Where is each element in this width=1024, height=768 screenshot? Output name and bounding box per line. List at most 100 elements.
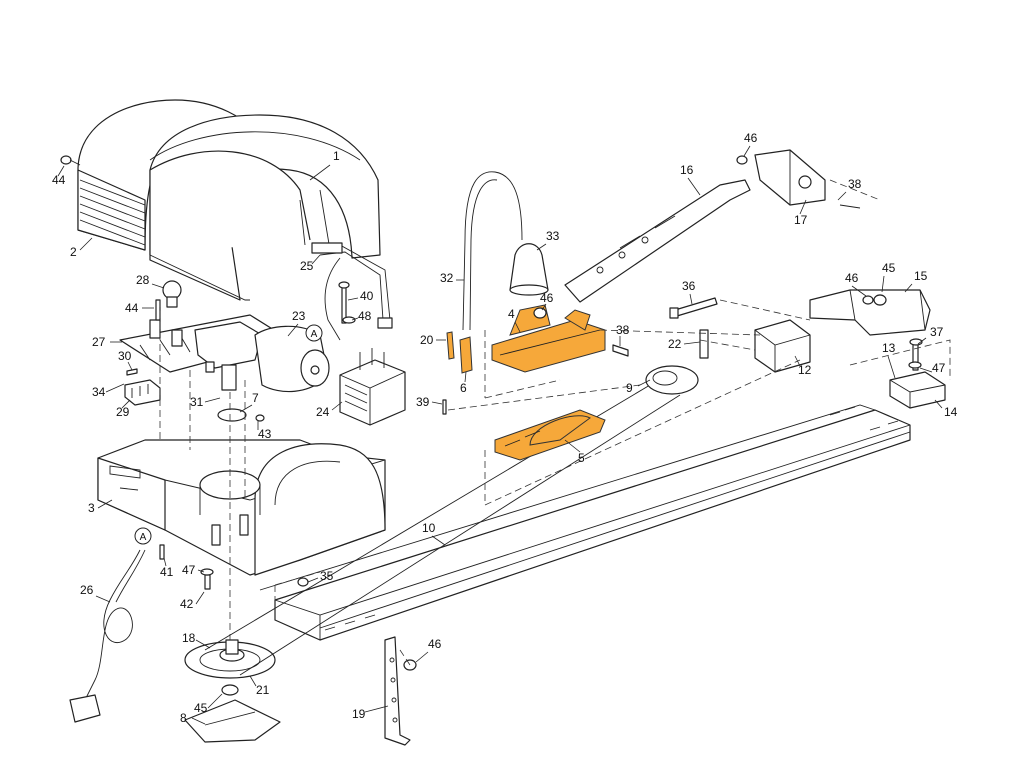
leader-line [197,569,205,573]
part-number: 25 [300,259,314,273]
part-number: 45 [194,701,208,715]
leader-line [904,283,913,293]
part-number: 46 [428,637,442,651]
spacer [699,329,709,359]
leader-line [743,145,751,157]
leader-line [851,285,867,297]
part-label-4: 4 [508,307,521,333]
part-number: 29 [116,405,130,419]
part-label-1: 1 [309,149,340,181]
part-label-34: 34 [92,383,125,399]
part-number: 38 [616,323,630,337]
part-number: 44 [125,301,139,315]
part-label-45: 45 [881,261,896,293]
part-label-30: 30 [118,349,133,371]
part-label-32: 32 [440,271,464,285]
gear-motor [194,321,330,393]
part-label-9: 9 [626,379,651,395]
part-label-38: 38 [616,323,630,346]
drive-sprocket [184,639,276,679]
part-label-46: 46 [540,291,554,311]
leader-line [311,254,321,265]
part-label-12: 12 [794,355,812,377]
leader-line [364,705,389,713]
part-number: 47 [932,361,946,375]
leader-line [837,191,847,201]
part-label-24: 24 [316,401,343,419]
part-label-41: 41 [160,557,174,579]
leader-line [536,243,547,251]
part-label-19: 19 [352,705,389,721]
part-label-17: 17 [794,199,808,227]
leader-line [163,557,167,567]
leader-line [207,693,223,709]
part-number: 19 [352,707,366,721]
part-label-22: 22 [668,337,701,351]
part-label-20: 20 [420,333,446,347]
part-label-36: 36 [682,279,696,305]
part-label-21: 21 [249,675,270,697]
part-label-10: 10 [422,521,446,546]
part-label-25: 25 [300,254,321,273]
leader-line [794,355,801,367]
part-label-45: 45 [194,693,223,715]
part-label-13: 13 [882,341,896,379]
part-number: 20 [420,333,434,347]
base-housing [97,439,386,576]
door-arm [564,179,751,303]
part-label-38: 38 [837,177,862,201]
part-label-8: 8 [180,711,206,725]
leader-line [917,337,927,345]
part-number: 14 [944,405,958,419]
leader-line [105,383,125,393]
part-number: 22 [668,337,682,351]
part-label-33: 33 [536,229,560,251]
light-bulb [162,280,182,308]
part-number: 21 [256,683,270,697]
leader-line [97,499,113,509]
part-label-47: 47 [182,563,205,577]
leader-line [195,591,205,605]
leader-line [637,379,651,387]
part-number: 4 [508,307,515,321]
part-number: 46 [744,131,758,145]
svg-text:A: A [140,532,147,543]
terminal-block [124,379,161,406]
leader-line [191,717,206,725]
leader-line [195,639,211,649]
leader-line [57,165,65,177]
part-number: 44 [52,173,66,187]
part-number: 6 [460,381,467,395]
part-number: 1 [333,149,340,163]
part-number: 10 [422,521,436,535]
part-number: 5 [578,451,585,465]
part-label-46: 46 [845,271,867,297]
part-number: 41 [160,565,174,579]
part-label-26: 26 [80,583,111,603]
part-label-29: 29 [116,399,131,419]
part-number: 39 [416,395,430,409]
leader-line [687,177,701,196]
part-number: 7 [252,391,259,405]
leader-line [887,355,896,379]
part-number: 47 [182,563,196,577]
leader-line [95,595,111,603]
bottom-cover [184,699,281,743]
leader-line [934,399,943,409]
louvre-front-panel [77,169,146,251]
part-number: 15 [914,269,928,283]
part-label-37: 37 [917,325,944,345]
leader-line [287,323,299,337]
leader-line [689,293,693,305]
connector-callout-bottom: A [134,527,152,545]
part-label-15: 15 [904,269,928,293]
part-label-48: 48 [351,309,372,323]
leader-line [514,321,521,333]
part-number: 31 [190,395,204,409]
part-label-35: 35 [307,569,334,583]
part-number: 24 [316,405,330,419]
leader-line [239,404,253,413]
leader-line [564,439,581,453]
part-number: 30 [118,349,132,363]
assembly-lines [159,179,951,666]
